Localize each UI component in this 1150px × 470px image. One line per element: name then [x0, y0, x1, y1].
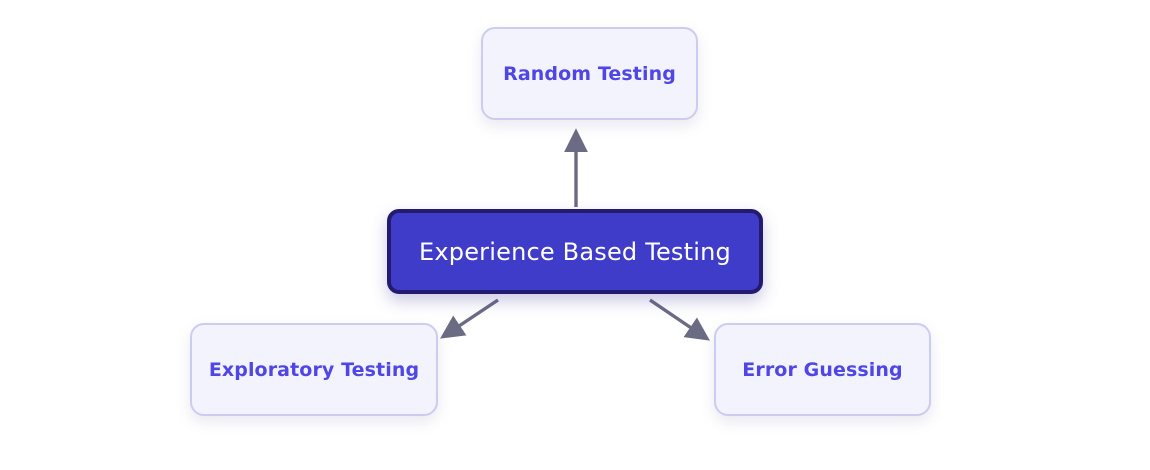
arrow-root-to-error-guessing [649, 298, 710, 341]
node-random-testing[interactable]: Random Testing [481, 27, 698, 120]
node-random-testing-label: Random Testing [503, 62, 676, 85]
arrow-root-to-exploratory-testing [440, 298, 499, 339]
node-error-guessing-label: Error Guessing [742, 358, 903, 381]
node-experience-based-testing[interactable]: Experience Based Testing [387, 209, 763, 294]
node-experience-based-testing-label: Experience Based Testing [419, 237, 731, 266]
node-exploratory-testing-label: Exploratory Testing [208, 358, 420, 381]
node-error-guessing[interactable]: Error Guessing [714, 323, 931, 416]
node-exploratory-testing[interactable]: Exploratory Testing [190, 323, 438, 416]
